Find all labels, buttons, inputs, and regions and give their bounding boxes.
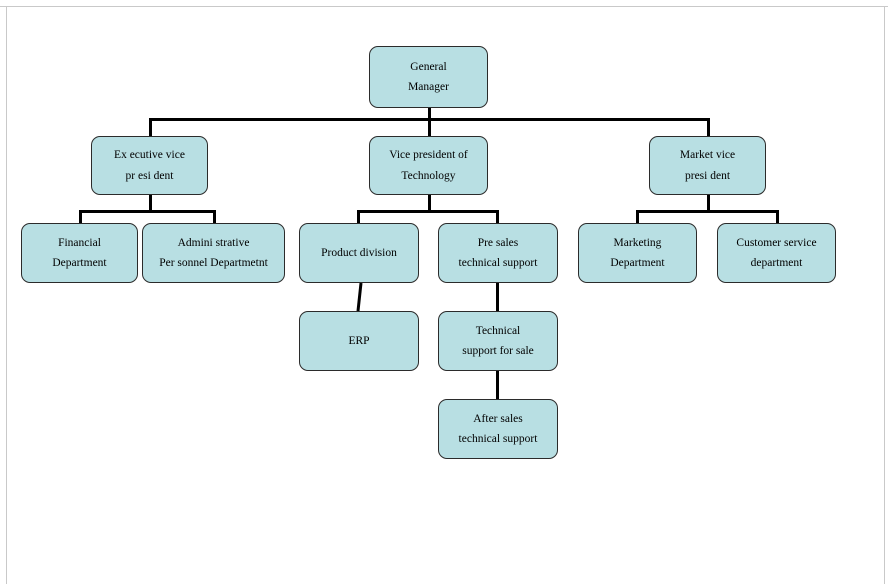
node-after-sales-technical-support-label: After sales technical support: [458, 412, 538, 445]
connector-drop-vp-technology: [428, 118, 431, 136]
node-after-sales-technical-support[interactable]: After sales technical support: [438, 399, 558, 459]
connector-drop-admin-personnel-department: [213, 210, 216, 223]
node-erp-label: ERP: [348, 334, 370, 347]
connector-drop-pre-sales-technical-support: [496, 210, 499, 223]
page-frame-top-rule: [0, 6, 888, 7]
node-administrative-personnel-department-label: Admini strative Per sonnel Departmetnt: [159, 236, 268, 269]
node-market-vice-president[interactable]: Market vice presi dent: [649, 136, 766, 195]
connector-executive-vp-bar: [79, 210, 216, 213]
connector-drop-financial-department: [79, 210, 82, 223]
connector-gm-stem: [428, 108, 431, 121]
connector-product-division-to-erp: [356, 283, 363, 311]
node-general-manager[interactable]: General Manager: [369, 46, 488, 108]
node-financial-department[interactable]: Financial Department: [21, 223, 138, 283]
connector-drop-market-vp: [707, 118, 710, 136]
node-customer-service-department[interactable]: Customer service department: [717, 223, 836, 283]
node-technical-support-for-sale-label: Technical support for sale: [462, 324, 534, 357]
node-technical-support-for-sale[interactable]: Technical support for sale: [438, 311, 558, 371]
node-marketing-department[interactable]: Marketing Department: [578, 223, 697, 283]
node-product-division-label: Product division: [321, 246, 397, 259]
node-pre-sales-technical-support-label: Pre sales technical support: [458, 236, 538, 269]
node-executive-vice-president[interactable]: Ex ecutive vice pr esi dent: [91, 136, 208, 195]
node-administrative-personnel-department[interactable]: Admini strative Per sonnel Departmetnt: [142, 223, 285, 283]
connector-market-vp-stem: [707, 195, 710, 213]
node-customer-service-department-label: Customer service department: [736, 236, 817, 269]
node-marketing-department-label: Marketing Department: [610, 236, 665, 269]
page-frame-left-rule: [6, 6, 7, 584]
connector-vp-technology-stem: [428, 195, 431, 213]
page-frame-right-rule: [884, 6, 885, 584]
node-product-division[interactable]: Product division: [299, 223, 419, 283]
connector-drop-customer-service-department: [776, 210, 779, 223]
node-market-vice-president-label: Market vice presi dent: [679, 149, 736, 182]
node-erp[interactable]: ERP: [299, 311, 419, 371]
node-vice-president-of-technology-label: Vice president of Technology: [389, 149, 468, 182]
connector-drop-marketing-department: [636, 210, 639, 223]
connector-technical-support-to-after-sales: [496, 371, 499, 399]
connector-drop-executive-vp: [149, 118, 152, 136]
connector-executive-vp-stem: [149, 195, 152, 213]
node-executive-vice-president-label: Ex ecutive vice pr esi dent: [114, 149, 185, 182]
connector-market-vp-bar: [636, 210, 778, 213]
node-pre-sales-technical-support[interactable]: Pre sales technical support: [438, 223, 558, 283]
node-financial-department-label: Financial Department: [52, 236, 107, 269]
connector-drop-product-division: [357, 210, 360, 223]
connector-pre-sales-to-technical-support: [496, 283, 499, 311]
node-general-manager-label: General Manager: [408, 60, 449, 93]
node-vice-president-of-technology[interactable]: Vice president of Technology: [369, 136, 488, 195]
connector-vp-technology-bar: [357, 210, 499, 213]
